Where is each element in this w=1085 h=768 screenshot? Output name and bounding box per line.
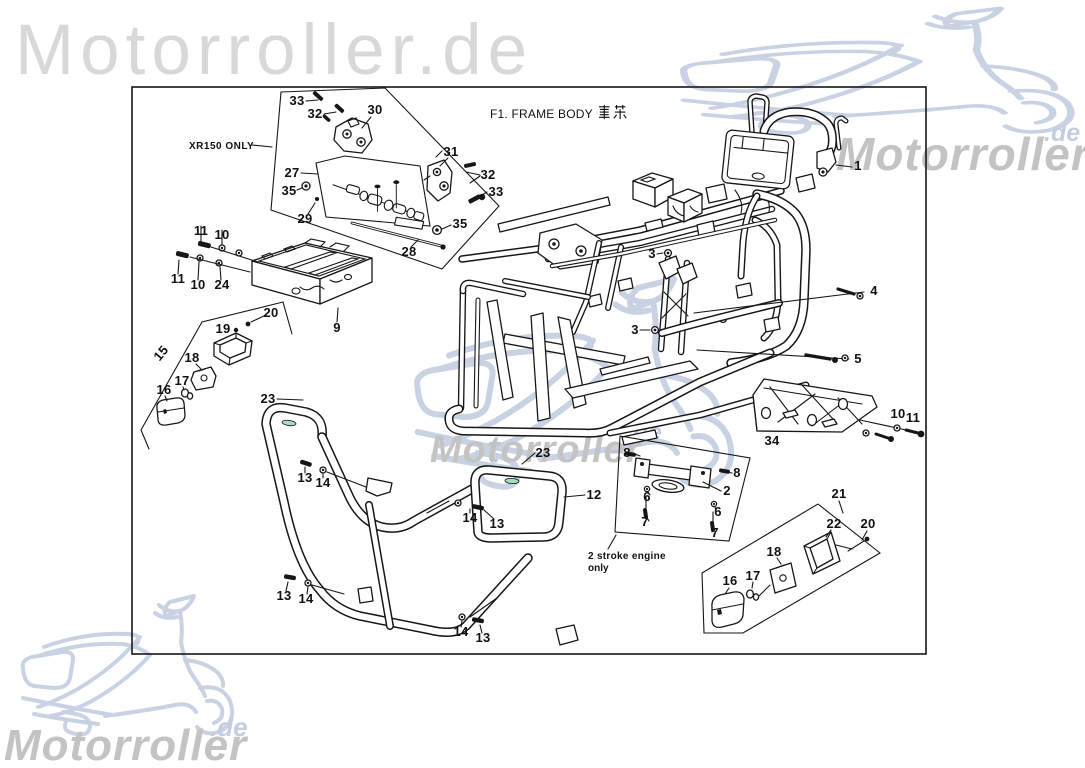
svg-text:7: 7 [641,514,649,529]
svg-text:1: 1 [854,158,862,173]
svg-text:.de: .de [210,712,248,742]
svg-text:33: 33 [488,184,503,199]
svg-text:31: 31 [443,144,458,159]
svg-text:18: 18 [766,544,781,559]
svg-text:34: 34 [764,433,780,448]
svg-text:14: 14 [462,510,478,525]
svg-text:3: 3 [648,246,656,261]
svg-text:15: 15 [150,342,171,363]
svg-text:7: 7 [711,525,719,540]
svg-text:6: 6 [643,489,651,504]
svg-text:32: 32 [307,106,322,121]
svg-text:32: 32 [480,167,495,182]
svg-text:23: 23 [260,391,275,406]
svg-text:12: 12 [586,487,601,502]
svg-text:28: 28 [401,244,416,259]
svg-text:.de: .de [1044,119,1080,147]
svg-text:XR150 ONLY: XR150 ONLY [189,141,254,152]
svg-text:33: 33 [289,93,304,108]
svg-text:F1. FRAME BODY: F1. FRAME BODY [490,107,593,121]
svg-text:Motorroller: Motorroller [4,721,249,768]
svg-text:16: 16 [722,573,737,588]
svg-text:10: 10 [890,406,905,421]
svg-text:35: 35 [281,183,296,198]
svg-text:13: 13 [489,516,504,531]
svg-text:14: 14 [315,475,331,490]
svg-text:17: 17 [174,373,189,388]
svg-text:29: 29 [297,211,312,226]
svg-text:10: 10 [190,277,205,292]
svg-text:19: 19 [215,321,230,336]
svg-text:Motorroller.de: Motorroller.de [15,11,533,90]
svg-text:8: 8 [623,445,631,460]
svg-text:14: 14 [298,591,314,606]
svg-text:27: 27 [284,165,299,180]
svg-text:23: 23 [535,445,550,460]
svg-text:11: 11 [906,410,920,425]
svg-text:24: 24 [214,277,230,292]
svg-text:16: 16 [156,382,171,397]
svg-text:13: 13 [276,588,291,603]
svg-text:17: 17 [745,568,760,583]
svg-text:35: 35 [452,216,467,231]
svg-text:20: 20 [263,305,278,320]
svg-text:only: only [588,563,609,574]
svg-text:6: 6 [714,504,722,519]
svg-text:2 stroke engine: 2 stroke engine [588,551,666,562]
svg-text:18: 18 [184,350,199,365]
svg-text:2: 2 [723,483,731,498]
svg-text:30: 30 [367,102,382,117]
svg-text:4: 4 [870,283,878,298]
svg-text:Motorroller: Motorroller [836,128,1085,180]
svg-text:13: 13 [297,470,312,485]
svg-text:5: 5 [854,351,862,366]
svg-text:9: 9 [333,320,341,335]
svg-text:3: 3 [631,322,639,337]
svg-text:21: 21 [831,486,846,501]
svg-text:8: 8 [733,465,741,480]
svg-text:14: 14 [453,624,469,639]
svg-text:20: 20 [860,516,875,531]
svg-text:13: 13 [475,630,490,645]
svg-text:11: 11 [171,271,185,286]
svg-text:22: 22 [826,516,841,531]
